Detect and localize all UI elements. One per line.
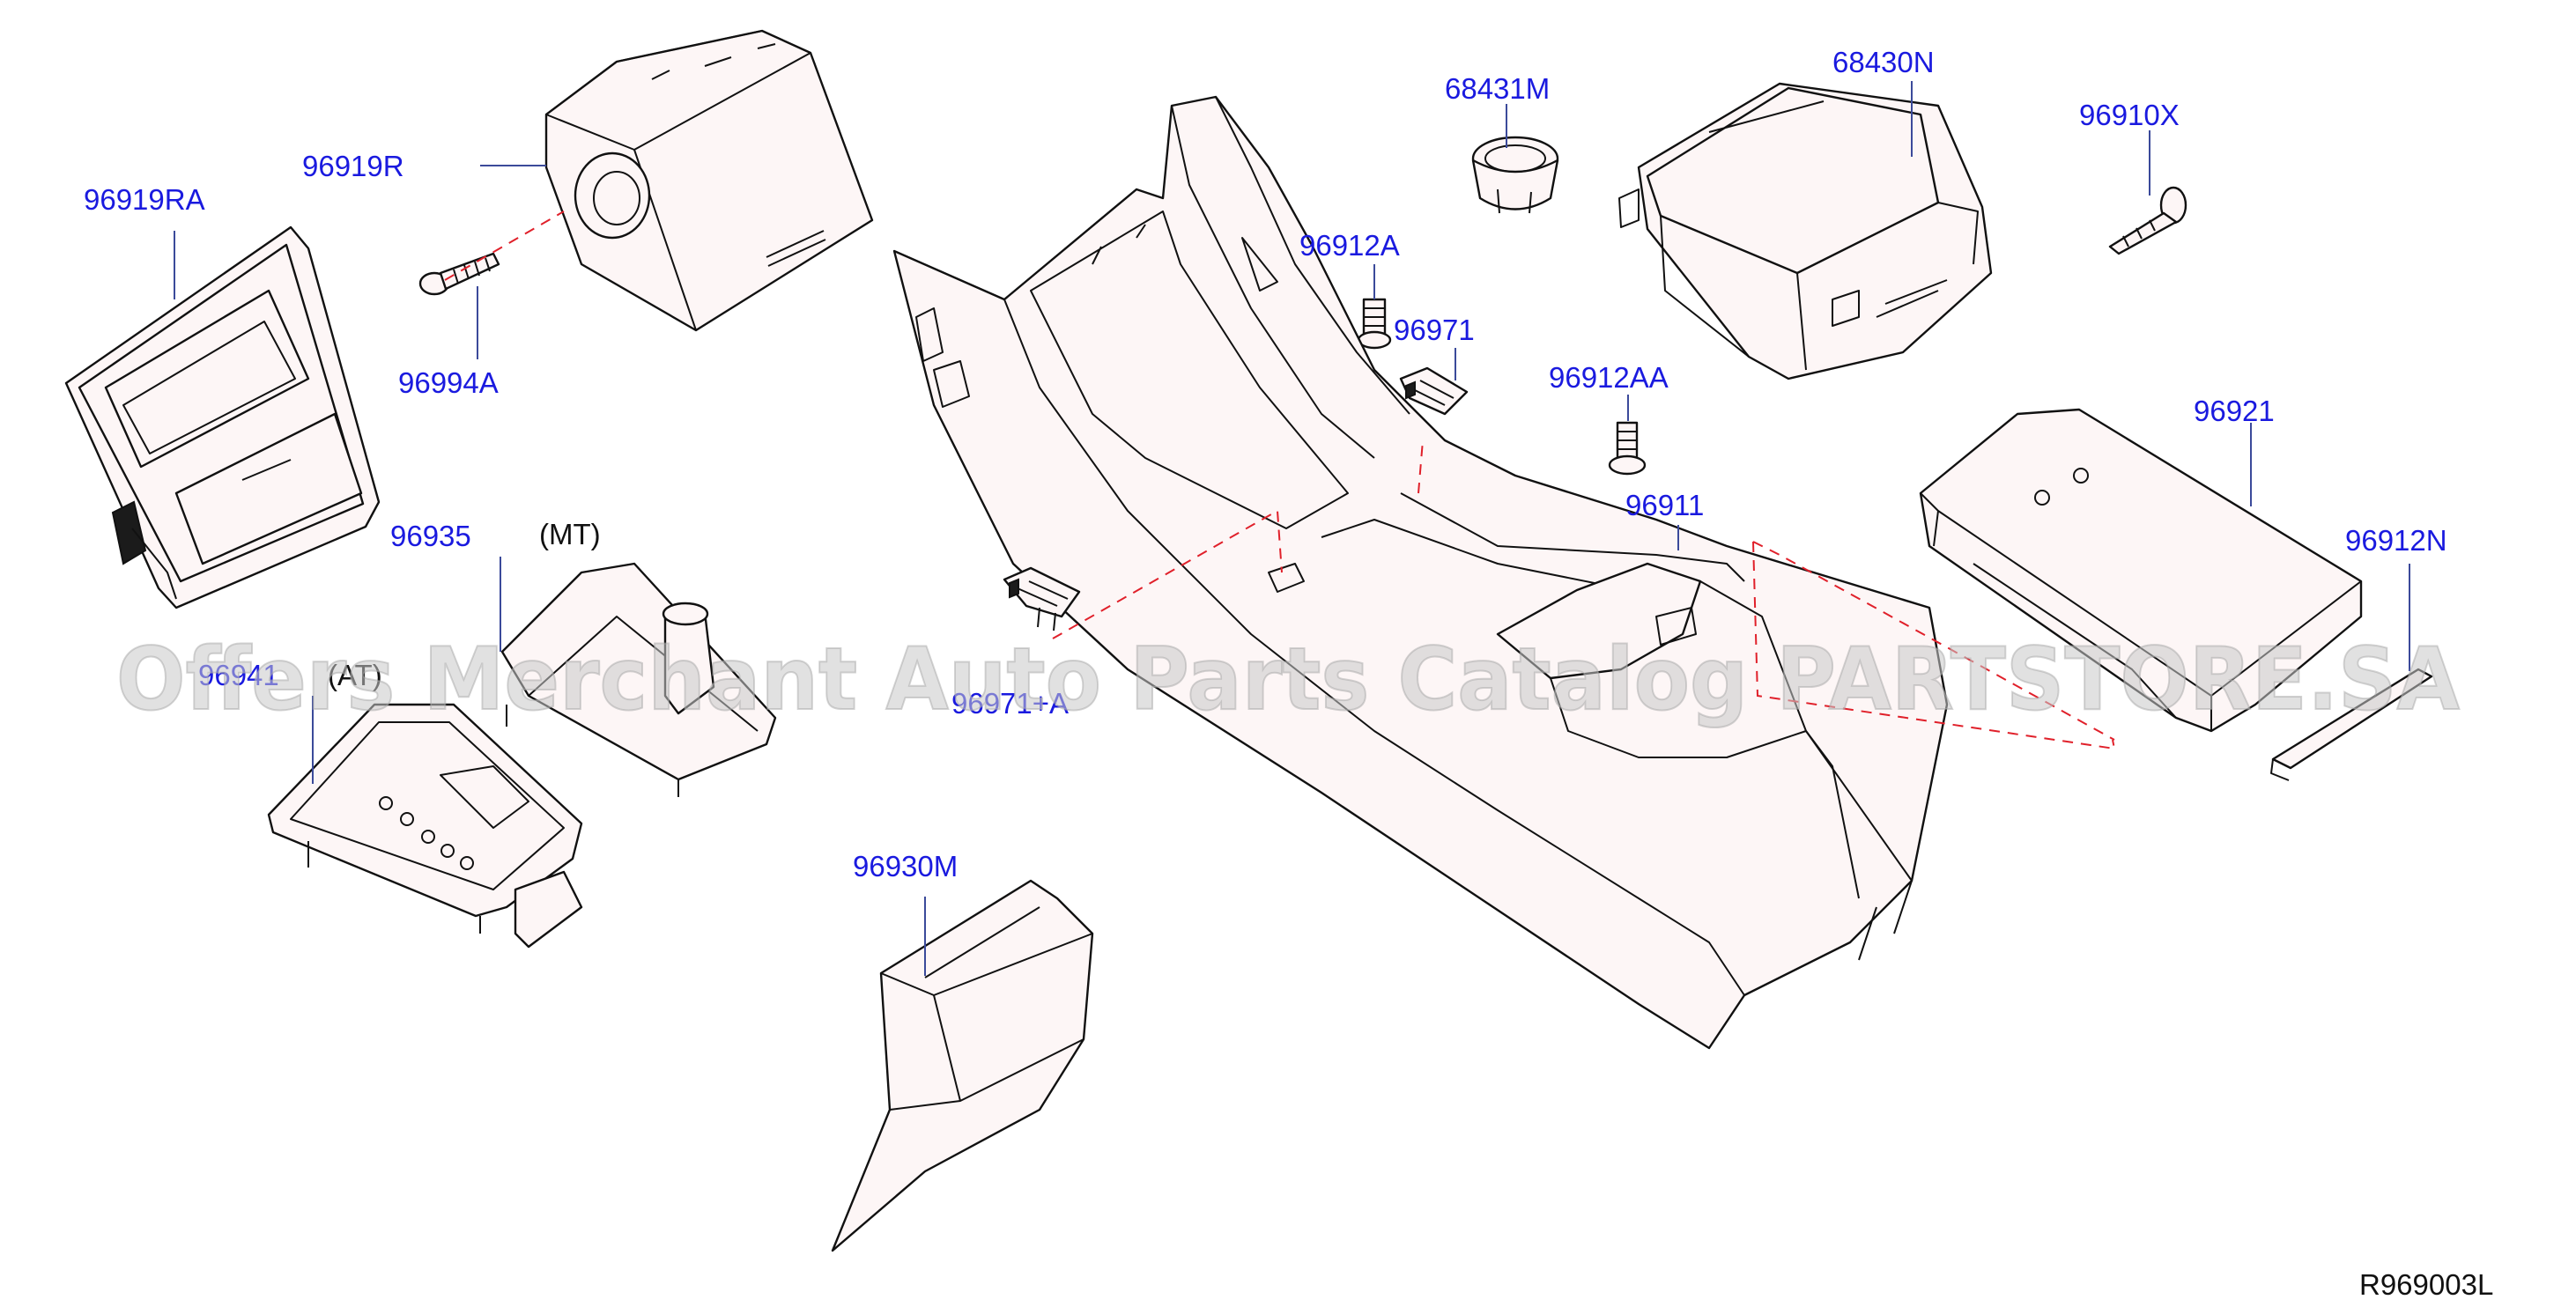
part-96930M-lower-cover[interactable]: [831, 879, 1094, 1252]
leader-lines: [174, 81, 2410, 976]
label-96910X: 96910X: [2079, 99, 2180, 131]
part-96919RA-panel[interactable]: [64, 225, 381, 609]
label-96971: 96971: [1394, 314, 1475, 346]
part-96935-mt-shift-boot[interactable]: [500, 562, 777, 797]
part-96971-clip[interactable]: [1399, 366, 1469, 416]
note-at: (AT): [328, 659, 382, 691]
label-96921: 96921: [2194, 395, 2275, 427]
part-96994A-screw[interactable]: [418, 252, 500, 296]
watermark-text: Offers Merchant Auto Parts Catalog PARTS…: [116, 630, 2460, 730]
part-96912A-bolt[interactable]: [1357, 298, 1392, 350]
part-96971-A-clip[interactable]: [1003, 566, 1081, 631]
label-96971-A: 96971+A: [951, 687, 1069, 720]
label-68430N: 68430N: [1832, 46, 1935, 78]
label-68431M: 68431M: [1445, 72, 1550, 105]
label-96919R: 96919R: [302, 150, 404, 182]
part-96921-armrest[interactable]: [1919, 408, 2363, 733]
part-96919R-bezel[interactable]: [544, 29, 874, 332]
note-mt: (MT): [539, 518, 601, 550]
label-96930M: 96930M: [853, 850, 958, 882]
part-96911-center-console[interactable]: [892, 95, 1949, 1050]
label-96935: 96935: [390, 520, 471, 552]
label-96912AA: 96912AA: [1549, 361, 1669, 394]
label-96912N: 96912N: [2345, 524, 2447, 557]
label-96994A: 96994A: [398, 366, 499, 399]
part-96912N-strip[interactable]: [2270, 668, 2433, 781]
label-96911: 96911: [1625, 489, 1704, 521]
label-96919RA: 96919RA: [84, 183, 205, 216]
part-96912AA-bolt[interactable]: [1608, 421, 1647, 476]
part-68430N-storage-box[interactable]: [1618, 82, 1993, 380]
part-96941-at-shift-bezel[interactable]: [267, 703, 583, 949]
diagram-reference-code: R969003L: [2359, 1268, 2493, 1301]
label-96912A: 96912A: [1299, 229, 1400, 262]
part-68431M-cup-holder[interactable]: [1471, 136, 1559, 214]
part-96910X-screw[interactable]: [2108, 186, 2187, 255]
label-96941: 96941: [198, 659, 279, 691]
